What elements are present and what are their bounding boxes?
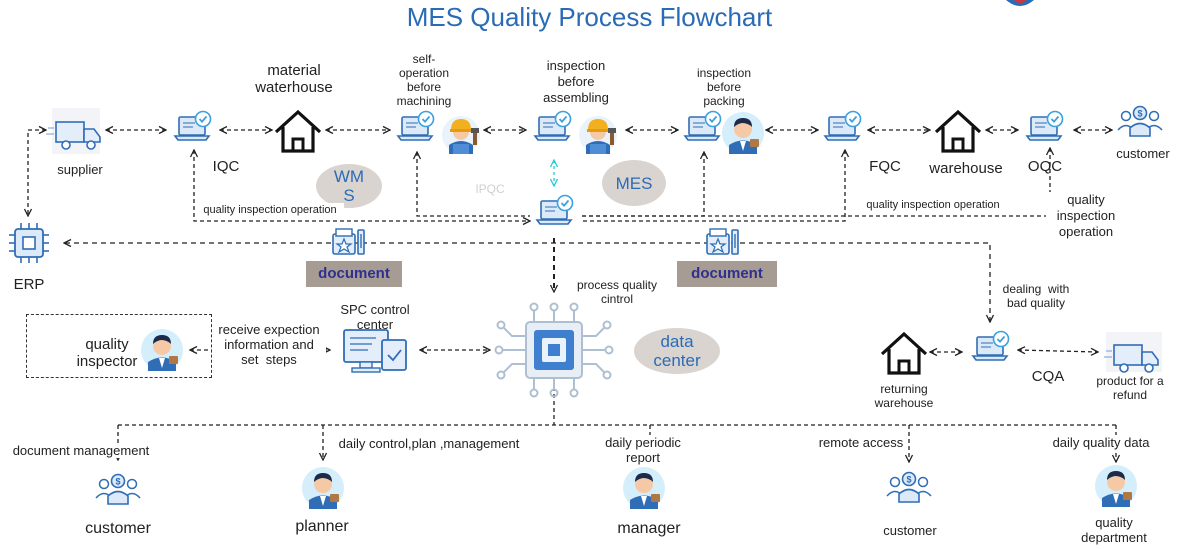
spc-center-label: SPC control center [340,302,410,332]
cqa-laptop-icon [972,330,1010,361]
oqc-label: OQC [1027,158,1063,175]
customer-group-icon [95,473,141,505]
customer-bottom-label: customer [85,520,151,537]
self-operation-laptop-icon [397,110,435,141]
inspection-packing-label: inspection before packing [696,66,752,108]
document-management-label: document management [4,443,158,458]
dealing-bad-quality-label: dealing with bad quality [1002,282,1070,310]
customer-bottom-label: customer [883,523,937,538]
packing-laptop-icon [684,110,722,141]
warehouse-icon [934,110,982,153]
inspector-person-icon [722,112,764,154]
fqc-label: FQC [869,158,901,175]
process-quality-label: process quality cintrol [576,278,658,306]
supplier-label: supplier [57,162,103,177]
refund-truck-icon [1103,332,1162,373]
returning-warehouse-label: returning warehouse [874,382,934,410]
wms-ellipse: WM S [316,164,382,208]
manager-label: manager [617,520,681,537]
ipqc-label: IPQC [475,182,505,196]
ipqc-laptop-icon [536,194,574,225]
data-center-ellipse: data center [634,328,720,374]
document-icon [332,228,365,255]
customer-top-label: customer [1116,146,1170,161]
oqc-laptop-icon [1026,110,1064,141]
worker-icon [579,116,617,154]
document-icon [706,228,739,255]
planner-person-icon [302,467,344,509]
erp-chip-icon [9,223,49,263]
material-warehouse-label: material waterhouse [255,62,333,96]
supplier-erp-connector [28,130,46,216]
worker-icon [442,116,480,154]
customer-group-icon [1117,105,1163,137]
quality-inspection-operation-label: quality inspection operation [858,198,1008,212]
product-refund-label: product for a refund [1096,374,1164,402]
quality-department-label: quality department [1081,515,1147,545]
customer-group-icon [886,471,932,503]
assembling-laptop-icon [534,110,572,141]
quality-inspection-lines [194,148,1050,221]
quality-inspector-box [26,314,212,378]
iqc-laptop-icon [174,110,212,141]
self-operation-label: self- operation before machining [396,52,452,108]
manager-person-icon [623,467,665,509]
supplier-truck-icon [45,108,101,154]
inspection-assembling-label: inspection before assembling [543,58,609,105]
daily-control-label: daily control,plan ,management [328,436,530,451]
remote-access-label: remote access [814,435,908,450]
fqc-laptop-icon [824,110,862,141]
returning-warehouse-icon [880,332,928,375]
quality-inspection-operation-label: quality inspection operation [196,203,344,217]
spc-monitor-icon [343,329,407,373]
planner-label: planner [295,518,349,535]
document-label: document [677,261,777,287]
daily-quality-data-label: daily quality data [1044,435,1158,450]
erp-document-line [64,243,990,322]
quality-department-person-icon [1095,465,1137,507]
material-warehouse-icon [274,110,322,153]
daily-periodic-report-label: daily periodic report [596,435,690,465]
cqa-label: CQA [1031,368,1065,385]
page-title: MES Quality Process Flowchart [406,2,773,32]
iqc-label: IQC [212,158,240,175]
quality-inspection-operation-label: quality inspection operation [1046,192,1126,240]
receive-expection-label: receive expection information and set st… [212,322,326,367]
warehouse-label: warehouse [929,160,1003,177]
document-label: document [306,261,402,287]
data-center-chip-icon [494,302,614,398]
erp-label: ERP [13,276,45,293]
logo-fragment [1006,0,1034,6]
quality-inspector-label: quality inspector [76,336,138,370]
mes-ellipse: MES [602,160,666,206]
